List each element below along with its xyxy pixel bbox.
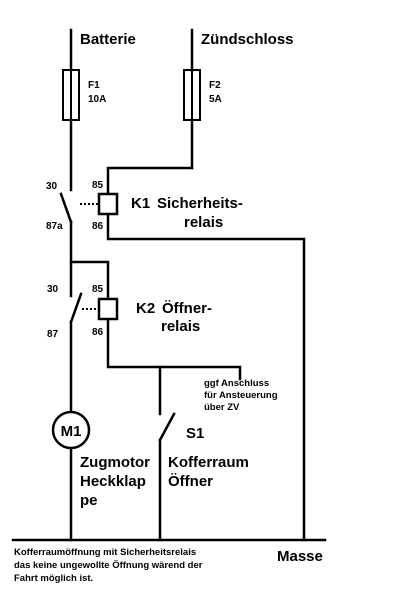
zv-note-line3: über ZV: [204, 402, 240, 413]
switch-label-line1: Kofferraum: [168, 454, 249, 471]
k1-name-line1: Sicherheits-: [157, 195, 243, 212]
k1-pin-30: 30: [46, 181, 58, 192]
k2-pin-85: 85: [92, 284, 104, 295]
k1-name-line2: relais: [184, 214, 223, 231]
fuse-f2-rating: 5A: [209, 94, 222, 105]
battery-label: Batterie: [80, 31, 136, 48]
switch-label-line2: Öffner: [168, 473, 213, 490]
motor-label-line1: Zugmotor: [80, 454, 150, 471]
k2-name-line2: relais: [161, 318, 200, 335]
motor-m1-id: M1: [61, 423, 82, 440]
k2-pin-30: 30: [47, 284, 59, 295]
motor-label-line2: Heckklap: [80, 473, 146, 490]
ignition-to-k1-coil-wire: [106, 166, 194, 196]
k1-coil-ground-wire: [106, 212, 306, 542]
zv-note-line2: für Ansteuerung: [204, 390, 278, 401]
k2-coil-feed-wire: [69, 260, 110, 302]
k1-pin-85: 85: [92, 180, 104, 191]
ground-label: Masse: [277, 548, 323, 565]
k1-coil-symbol: [97, 192, 119, 216]
k2-pin-86: 86: [92, 327, 104, 338]
wires: [11, 28, 327, 542]
caption-line1: Kofferraumöffnung mit Sicherheitsrelais: [14, 547, 196, 558]
k1-pin-86: 86: [92, 221, 104, 232]
ignition-label: Zündschloss: [201, 31, 294, 48]
motor-m1-symbol: [51, 410, 91, 450]
k2-coil-symbol: [97, 297, 119, 321]
k2-name-line1: Öffner-: [162, 300, 212, 317]
caption-line3: Fahrt möglich ist.: [14, 573, 93, 584]
k2-coil-out-wire: [106, 317, 242, 381]
switch-s1-symbol: [158, 412, 176, 442]
k1-contact-symbol: [59, 192, 73, 224]
fuse-f2-id: F2: [209, 80, 221, 91]
fuse-f1-rating: 10A: [88, 94, 106, 105]
zv-note-line1: ggf Anschluss: [204, 378, 269, 389]
fuse-f1-id: F1: [88, 80, 100, 91]
caption-line2: das keine ungewollte Öffnung wärend der: [14, 560, 203, 571]
k1-pin-87a: 87a: [46, 221, 63, 232]
switch-s1-id: S1: [186, 425, 204, 442]
k1-id: K1: [131, 195, 150, 212]
k2-pin-87: 87: [47, 329, 59, 340]
k2-contact-symbol: [69, 292, 83, 324]
motor-label-line3: pe: [80, 492, 98, 509]
k2-id: K2: [136, 300, 155, 317]
